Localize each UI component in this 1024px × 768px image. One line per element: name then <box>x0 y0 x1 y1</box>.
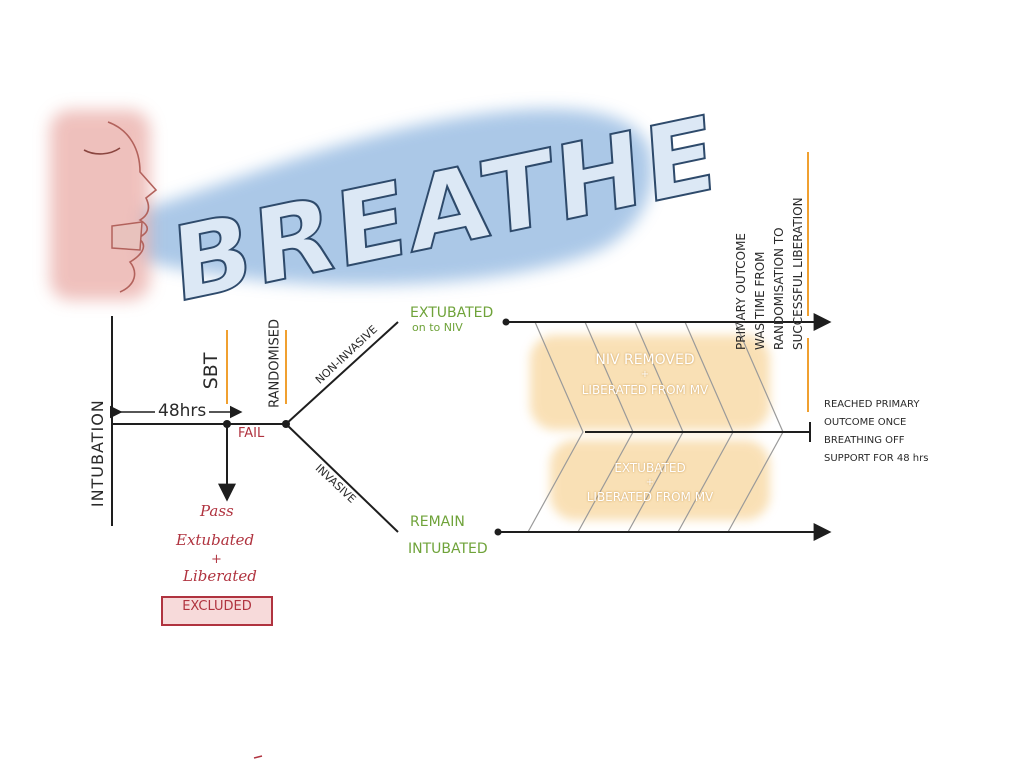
invasive-band-line2: LIBERATED FROM MV <box>586 490 714 504</box>
niv-arm-line1: EXTUBATED <box>410 305 494 321</box>
primary-outcome-line3: RANDOMISATION TO <box>772 227 786 350</box>
primary-outcome-line1: PRIMARY OUTCOME <box>734 232 748 350</box>
primary-outcome-line2: WAS TIME FROM <box>753 251 767 350</box>
excluded-box <box>161 596 273 626</box>
face-wash <box>50 110 150 300</box>
invasive-band-line1: EXTUBATED <box>614 461 686 475</box>
liberated-label: Liberated <box>183 567 257 585</box>
sbt-label: SBT <box>200 352 223 390</box>
reached-line2: OUTCOME ONCE <box>824 417 907 428</box>
invasive-arm-line2: INTUBATED <box>408 541 488 557</box>
pass-label: Pass <box>200 502 234 520</box>
closed-eye <box>83 147 121 155</box>
randomisation-node <box>282 420 290 428</box>
primary-outcome-note: PRIMARY OUTCOME WAS TIME FROM RANDOMISAT… <box>732 160 812 350</box>
fail-label: FAIL <box>238 426 265 441</box>
extubated-label: Extubated <box>176 531 255 549</box>
reached-line4: SUPPORT FOR 48 hrs <box>824 453 929 464</box>
randomised-label: RANDOMISED <box>267 319 283 408</box>
orange-markers <box>226 152 809 412</box>
niv-band-line1: NIV REMOVED <box>595 352 695 368</box>
reached-line1: REACHED PRIMARY <box>824 399 920 410</box>
niv-arm-node <box>502 318 510 326</box>
duration-label: 48hrs <box>155 401 210 422</box>
invasive-band-plus: + <box>645 477 655 488</box>
breath-wash <box>140 109 653 286</box>
niv-outcome-wash <box>530 335 770 430</box>
invasive-arm-node <box>494 528 502 536</box>
plus-label: + <box>211 552 222 567</box>
reached-line3: BREATHING OFF <box>824 435 905 446</box>
intubation-label: INTUBATION <box>87 399 107 508</box>
invasive-arm-line1: REMAIN <box>410 514 465 530</box>
invasive-outcome-wash <box>550 440 770 520</box>
sbt-node <box>223 420 231 428</box>
mouth <box>111 221 143 251</box>
niv-band-line2: LIBERATED FROM MV <box>581 383 709 397</box>
reached-outcome-note: REACHED PRIMARY OUTCOME ONCE BREATHING O… <box>824 396 928 468</box>
excluded-label: EXCLUDED <box>182 599 252 614</box>
niv-arm-line2: on to NIV <box>412 321 463 334</box>
stray-mark <box>253 755 263 759</box>
niv-band-plus: + <box>640 369 650 380</box>
primary-outcome-line4: SUCCESSFUL LIBERATION <box>791 197 805 350</box>
face-profile <box>107 121 158 293</box>
